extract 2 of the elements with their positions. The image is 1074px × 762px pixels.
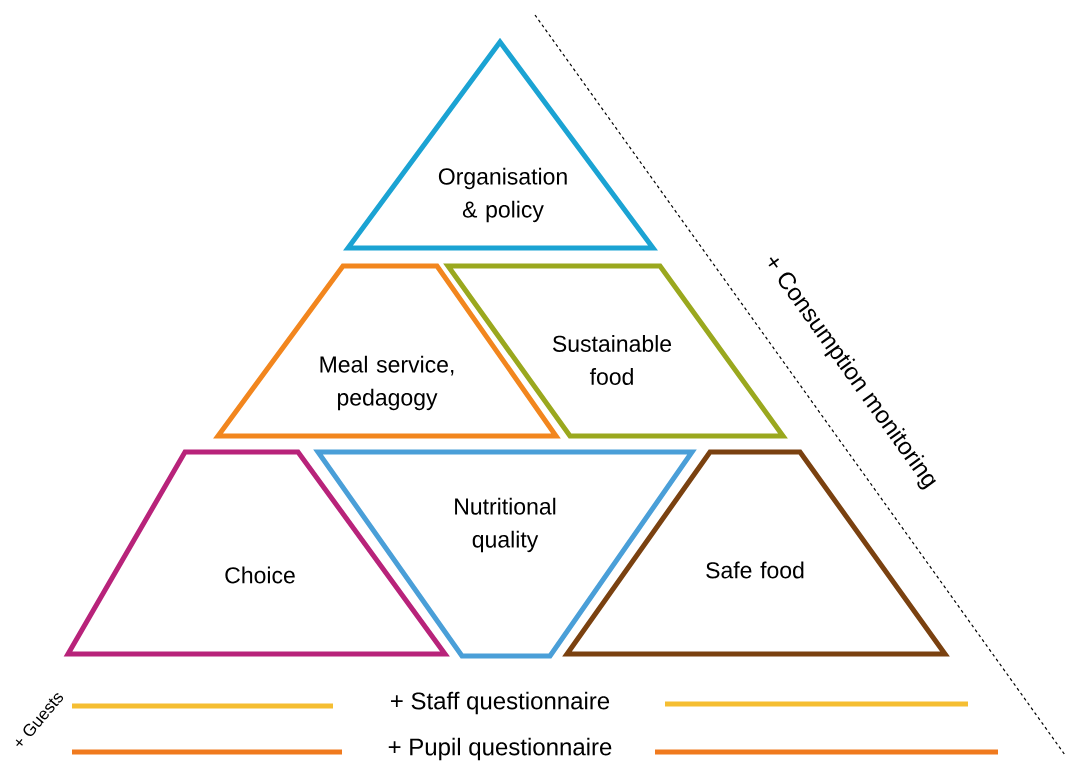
label-text: + Staff questionnaire: [391, 691, 610, 715]
label-text: + Pupil questionnaire: [388, 737, 612, 761]
